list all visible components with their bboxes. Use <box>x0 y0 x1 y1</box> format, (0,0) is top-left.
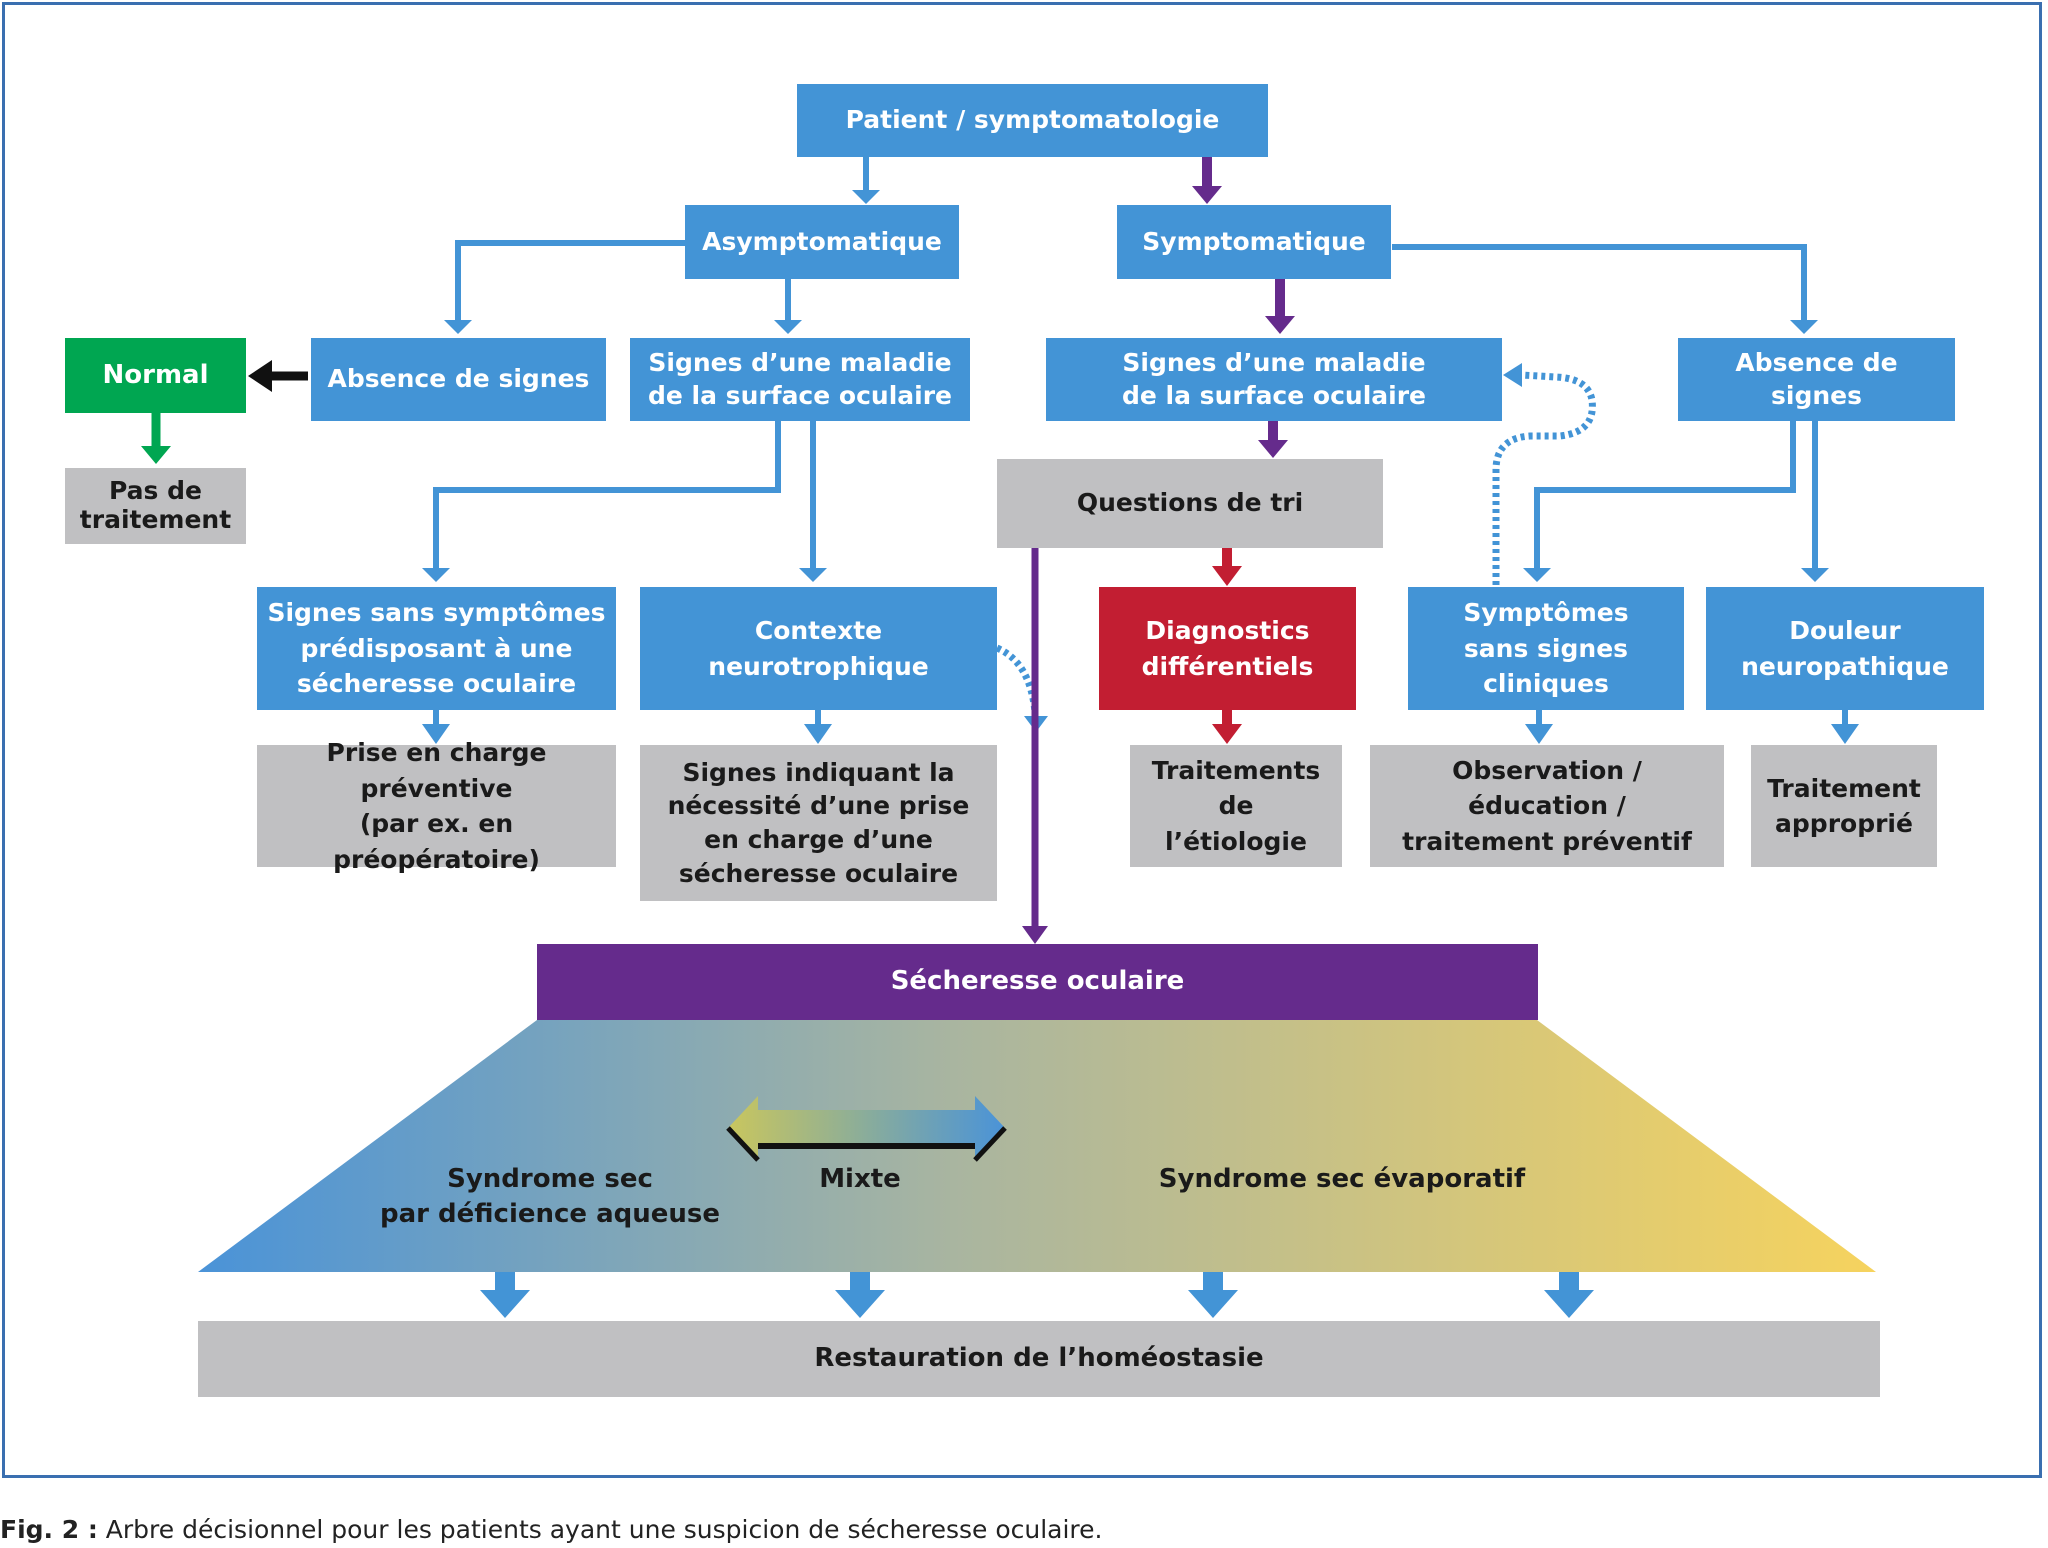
node-restauration: Restauration de l’homéostasie <box>198 1321 1880 1397</box>
red-connectors <box>1212 548 1242 744</box>
mixte-double-arrow <box>726 1096 1007 1162</box>
blue-arrowheads <box>422 190 1859 744</box>
node-observation: Observation / éducation / traitement pré… <box>1370 745 1724 867</box>
node-prise-en-charge: Prise en charge préventive (par ex. en p… <box>257 738 616 874</box>
black-arrow <box>248 360 308 392</box>
node-normal: Normal <box>65 338 246 413</box>
dotted-connectors <box>995 371 1596 713</box>
node-diagnostics-differentiels: Diagnostics différentiels <box>1099 587 1356 710</box>
spectrum-trapezoid <box>198 1020 1876 1272</box>
label-mixte: Mixte <box>819 1164 901 1194</box>
node-signes-indiquant: Signes indiquant la nécessité d’une pris… <box>640 745 997 901</box>
node-asymptomatique: Asymptomatique <box>685 205 959 279</box>
node-symptomatique: Symptomatique <box>1117 205 1391 279</box>
node-signes-maladie-right: Signes d’une maladie de la surface ocula… <box>1046 338 1502 421</box>
diagram-frame <box>2 2 2042 1478</box>
purple-connectors <box>1022 157 1295 944</box>
node-signes-maladie-left: Signes d’une maladie de la surface ocula… <box>630 338 970 421</box>
bottom-arrows <box>480 1272 1594 1318</box>
blue-connectors <box>433 157 1848 726</box>
green-arrow <box>141 413 171 464</box>
node-signes-sans-symptomes: Signes sans symptômes prédisposant à une… <box>257 587 616 710</box>
node-secheresse-oculaire: Sécheresse oculaire <box>537 944 1538 1020</box>
node-absence-signes-left: Absence de signes <box>311 338 606 421</box>
label-syndrome-evaporatif: Syndrome sec évaporatif <box>1158 1164 1526 1194</box>
node-patient: Patient / symptomatologie <box>797 84 1268 157</box>
node-douleur-neuropathique: Douleur neuropathique <box>1706 587 1984 710</box>
caption-label: Fig. 2 : <box>0 1515 98 1544</box>
node-questions-de-tri: Questions de tri <box>997 459 1383 548</box>
node-traitements-etiologie: Traitements de l’étiologie <box>1130 745 1342 867</box>
label-syndrome-aqueuse: Syndrome sec par déficience aqueuse <box>379 1164 721 1230</box>
node-symptomes-sans-signes: Symptômes sans signes cliniques <box>1408 587 1684 710</box>
node-absence-signes-right: Absence de signes <box>1678 338 1955 421</box>
node-contexte-neurotrophique: Contexte neurotrophique <box>640 587 997 710</box>
caption-text: Arbre décisionnel pour les patients ayan… <box>97 1515 1103 1544</box>
node-pas-de-traitement: Pas de traitement <box>65 468 246 544</box>
figure-caption: Fig. 2 : Arbre décisionnel pour les pati… <box>0 1515 1102 1544</box>
node-traitement-approprie: Traitement approprié <box>1751 745 1937 867</box>
